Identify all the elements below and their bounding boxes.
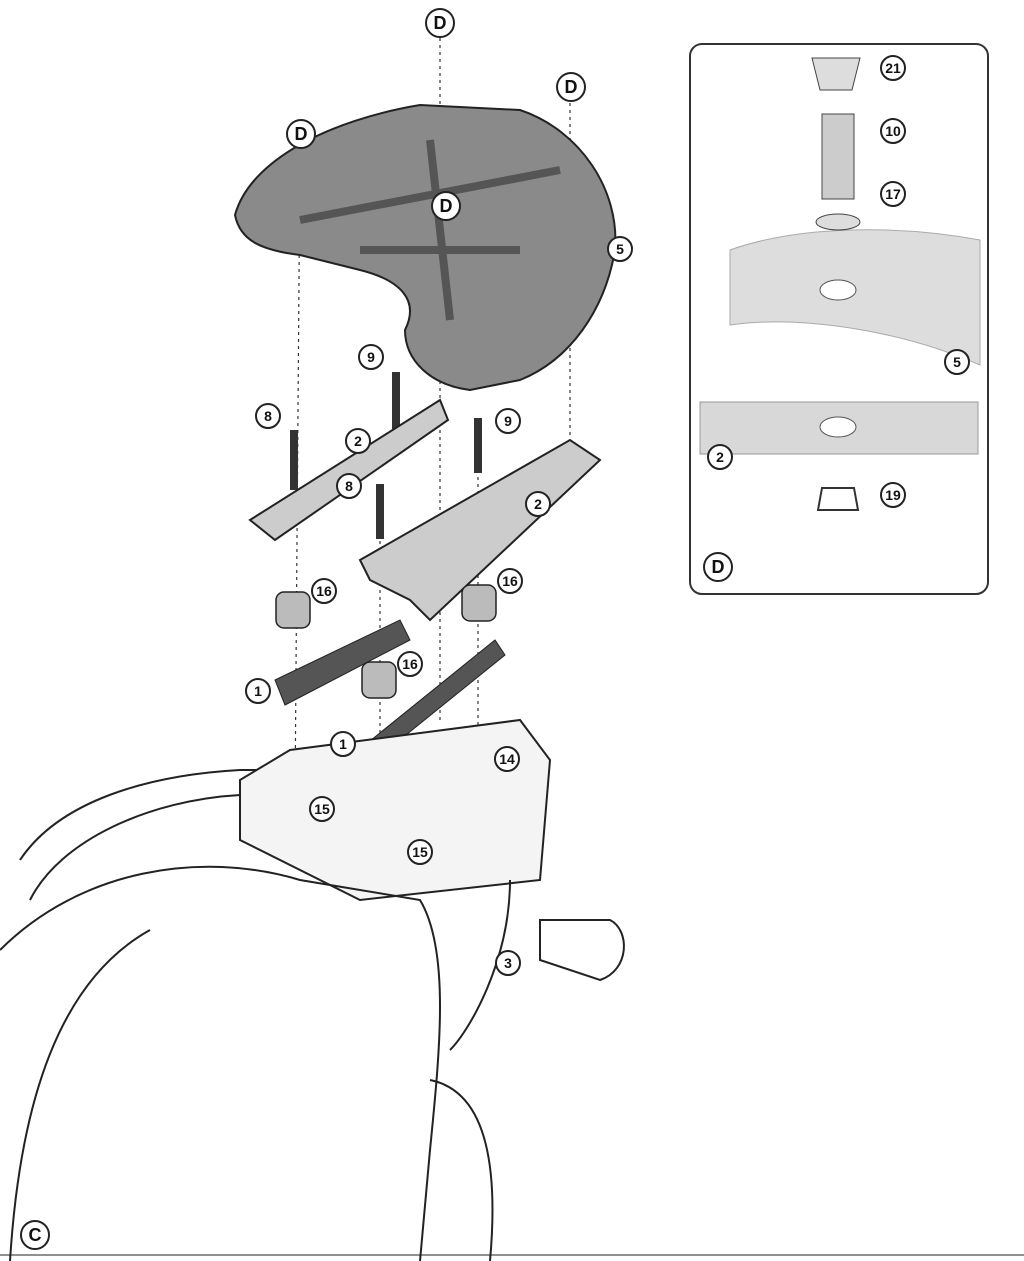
bracket-right bbox=[358, 438, 602, 622]
callout-d-center: D bbox=[431, 191, 461, 221]
callout-c: C bbox=[20, 1220, 50, 1250]
part-label-1: 1 bbox=[245, 678, 271, 704]
part-label-2: 2 bbox=[525, 491, 551, 517]
callout-d-top: D bbox=[425, 8, 455, 38]
part-label-8: 8 bbox=[336, 473, 362, 499]
inset-label-17: 17 bbox=[880, 181, 906, 207]
part-label-9: 9 bbox=[495, 408, 521, 434]
inset-title-d: D bbox=[703, 552, 733, 582]
part-label-16: 16 bbox=[397, 651, 423, 677]
inset-plate-5 bbox=[729, 229, 981, 366]
part-label-2: 2 bbox=[345, 428, 371, 454]
inset-bolt-10 bbox=[821, 113, 855, 200]
part-label-8: 8 bbox=[255, 403, 281, 429]
part-label-1: 1 bbox=[330, 731, 356, 757]
callout-d-left: D bbox=[286, 119, 316, 149]
inset-label-10: 10 bbox=[880, 118, 906, 144]
part-label-16: 16 bbox=[311, 578, 337, 604]
part-label-15: 15 bbox=[309, 796, 335, 822]
bolts bbox=[290, 372, 482, 539]
callout-d-right: D bbox=[556, 72, 586, 102]
part-label-15: 15 bbox=[407, 839, 433, 865]
part-label-3: 3 bbox=[495, 950, 521, 976]
part-label-16: 16 bbox=[497, 568, 523, 594]
part-label-9: 9 bbox=[358, 344, 384, 370]
part-label-5: 5 bbox=[607, 236, 633, 262]
part-label-14: 14 bbox=[494, 746, 520, 772]
motorcycle-rear bbox=[0, 718, 1024, 1261]
inset-washer-17 bbox=[815, 213, 861, 231]
inset-label-19: 19 bbox=[880, 482, 906, 508]
inset-nut-19 bbox=[816, 487, 860, 511]
inset-bushing-21 bbox=[811, 57, 861, 91]
strip-left bbox=[274, 619, 411, 706]
inset-label-2: 2 bbox=[707, 444, 733, 470]
inset-label-5: 5 bbox=[944, 349, 970, 375]
bracket-left bbox=[248, 398, 450, 542]
inset-label-21: 21 bbox=[880, 55, 906, 81]
